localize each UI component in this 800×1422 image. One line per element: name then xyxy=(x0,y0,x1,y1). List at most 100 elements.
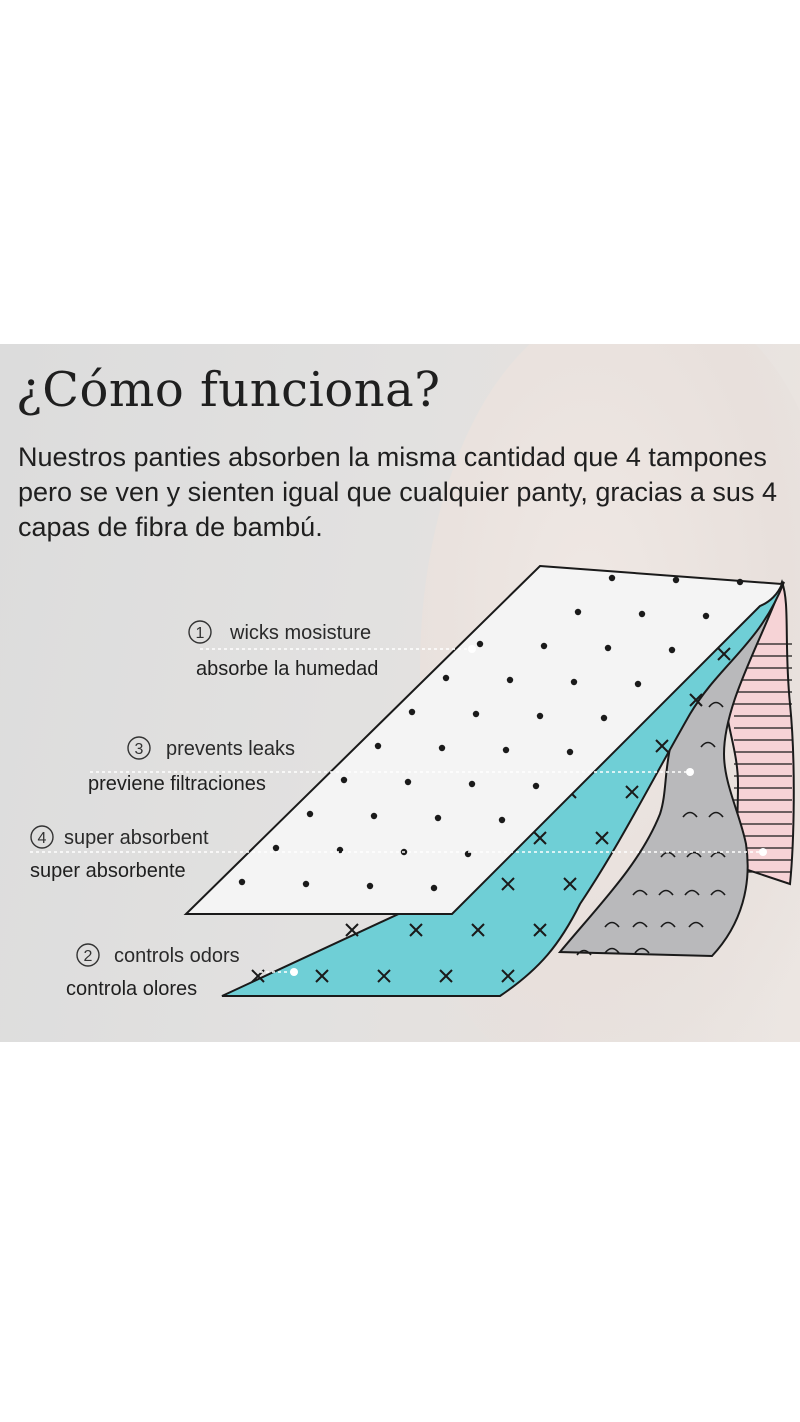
dot-mark xyxy=(702,612,710,620)
arc-mark xyxy=(604,947,620,954)
x-mark-stroke xyxy=(625,785,639,799)
layer-label-2: 2 controls odors controla olores xyxy=(66,943,240,1000)
dot-mark xyxy=(472,710,480,718)
arc-mark xyxy=(632,889,648,896)
dot-mark xyxy=(408,708,416,716)
x-mark xyxy=(595,831,609,845)
x-mark-stroke xyxy=(471,923,485,937)
arc-mark xyxy=(660,921,676,928)
svg-text:2: 2 xyxy=(84,948,93,965)
x-mark-stroke xyxy=(563,877,577,891)
x-mark xyxy=(409,923,423,937)
dot-mark xyxy=(374,742,382,750)
svg-text:previene filtraciones: previene filtraciones xyxy=(88,773,266,795)
x-mark xyxy=(717,647,731,661)
svg-text:super absorbent: super absorbent xyxy=(64,827,209,849)
arc-mark xyxy=(604,921,620,928)
arc-mark xyxy=(710,889,726,896)
dot-mark xyxy=(370,812,378,820)
dot-mark xyxy=(532,782,540,790)
dot-mark xyxy=(574,608,582,616)
svg-text:controla olores: controla olores xyxy=(66,978,197,1000)
dot-mark xyxy=(566,748,574,756)
x-mark-stroke xyxy=(655,739,669,753)
dot-mark xyxy=(434,814,442,822)
x-mark xyxy=(533,831,547,845)
dot-mark xyxy=(238,878,246,886)
x-mark xyxy=(655,739,669,753)
arc-pattern xyxy=(576,701,726,956)
layers-diagram: 1 wicks mosisture absorbe la humedad 3 p… xyxy=(30,564,795,1000)
dot-mark xyxy=(570,678,578,686)
leader-lines xyxy=(30,648,762,973)
top-layer xyxy=(183,564,784,915)
dot-mark xyxy=(430,884,438,892)
x-mark xyxy=(563,877,577,891)
dot-mark xyxy=(604,644,612,652)
dot-mark xyxy=(540,642,548,650)
arc-mark xyxy=(682,811,698,818)
arc-mark xyxy=(700,741,716,748)
x-mark-stroke xyxy=(717,647,731,661)
arc-mark xyxy=(632,921,648,928)
arc-mark xyxy=(708,701,724,708)
x-mark xyxy=(377,969,391,983)
dot-mark xyxy=(502,746,510,754)
x-mark-stroke xyxy=(439,969,453,983)
dot-mark xyxy=(634,680,642,688)
x-mark-stroke xyxy=(377,969,391,983)
x-mark xyxy=(471,923,485,937)
x-mark xyxy=(345,923,359,937)
dot-mark xyxy=(476,640,484,648)
svg-text:super absorbente: super absorbente xyxy=(30,860,186,882)
dot-mark xyxy=(340,776,348,784)
layer-label-3: 3 prevents leaks previene filtraciones xyxy=(88,736,295,795)
stripe-pattern xyxy=(734,643,792,873)
dot-mark xyxy=(638,610,646,618)
x-mark xyxy=(501,877,515,891)
x-mark xyxy=(439,969,453,983)
leader-points xyxy=(290,645,767,976)
x-mark xyxy=(625,785,639,799)
svg-text:absorbe la humedad: absorbe la humedad xyxy=(196,658,378,680)
dot-mark xyxy=(736,578,744,586)
dot-mark xyxy=(442,674,450,682)
svg-text:prevents leaks: prevents leaks xyxy=(166,738,295,760)
svg-text:1: 1 xyxy=(196,625,205,642)
infographic-panel: ¿Cómo funciona? Nuestros panties absorbe… xyxy=(0,344,800,1042)
svg-text:3: 3 xyxy=(135,741,144,758)
x-mark-stroke xyxy=(501,969,515,983)
x-mark-stroke xyxy=(595,831,609,845)
dot-mark xyxy=(302,880,310,888)
arc-mark xyxy=(576,949,592,956)
page-title: ¿Cómo funciona? xyxy=(16,362,441,418)
arc-mark xyxy=(658,889,674,896)
x-mark-stroke xyxy=(533,831,547,845)
dot-mark xyxy=(438,744,446,752)
layer-label-1: 1 wicks mosisture absorbe la humedad xyxy=(188,620,378,680)
x-mark xyxy=(501,969,515,983)
svg-text:wicks mosisture: wicks mosisture xyxy=(229,622,371,644)
x-mark-stroke xyxy=(501,877,515,891)
x-mark xyxy=(533,923,547,937)
arc-mark xyxy=(634,947,650,954)
dot-pattern xyxy=(238,574,744,892)
dot-mark xyxy=(536,712,544,720)
dot-mark xyxy=(608,574,616,582)
x-mark-stroke xyxy=(345,923,359,937)
arc-mark xyxy=(688,921,704,928)
dot-mark xyxy=(506,676,514,684)
arc-mark xyxy=(684,889,700,896)
dot-mark xyxy=(404,778,412,786)
dot-mark xyxy=(468,780,476,788)
arc-mark xyxy=(686,851,702,858)
x-mark-stroke xyxy=(689,693,703,707)
dot-mark xyxy=(672,576,680,584)
x-mark xyxy=(315,969,329,983)
arc-mark xyxy=(708,811,724,818)
dot-mark xyxy=(498,816,506,824)
layer-label-4: 4 super absorbent super absorbente xyxy=(30,825,209,882)
dot-mark xyxy=(306,810,314,818)
dot-mark xyxy=(668,646,676,654)
x-mark-stroke xyxy=(533,923,547,937)
